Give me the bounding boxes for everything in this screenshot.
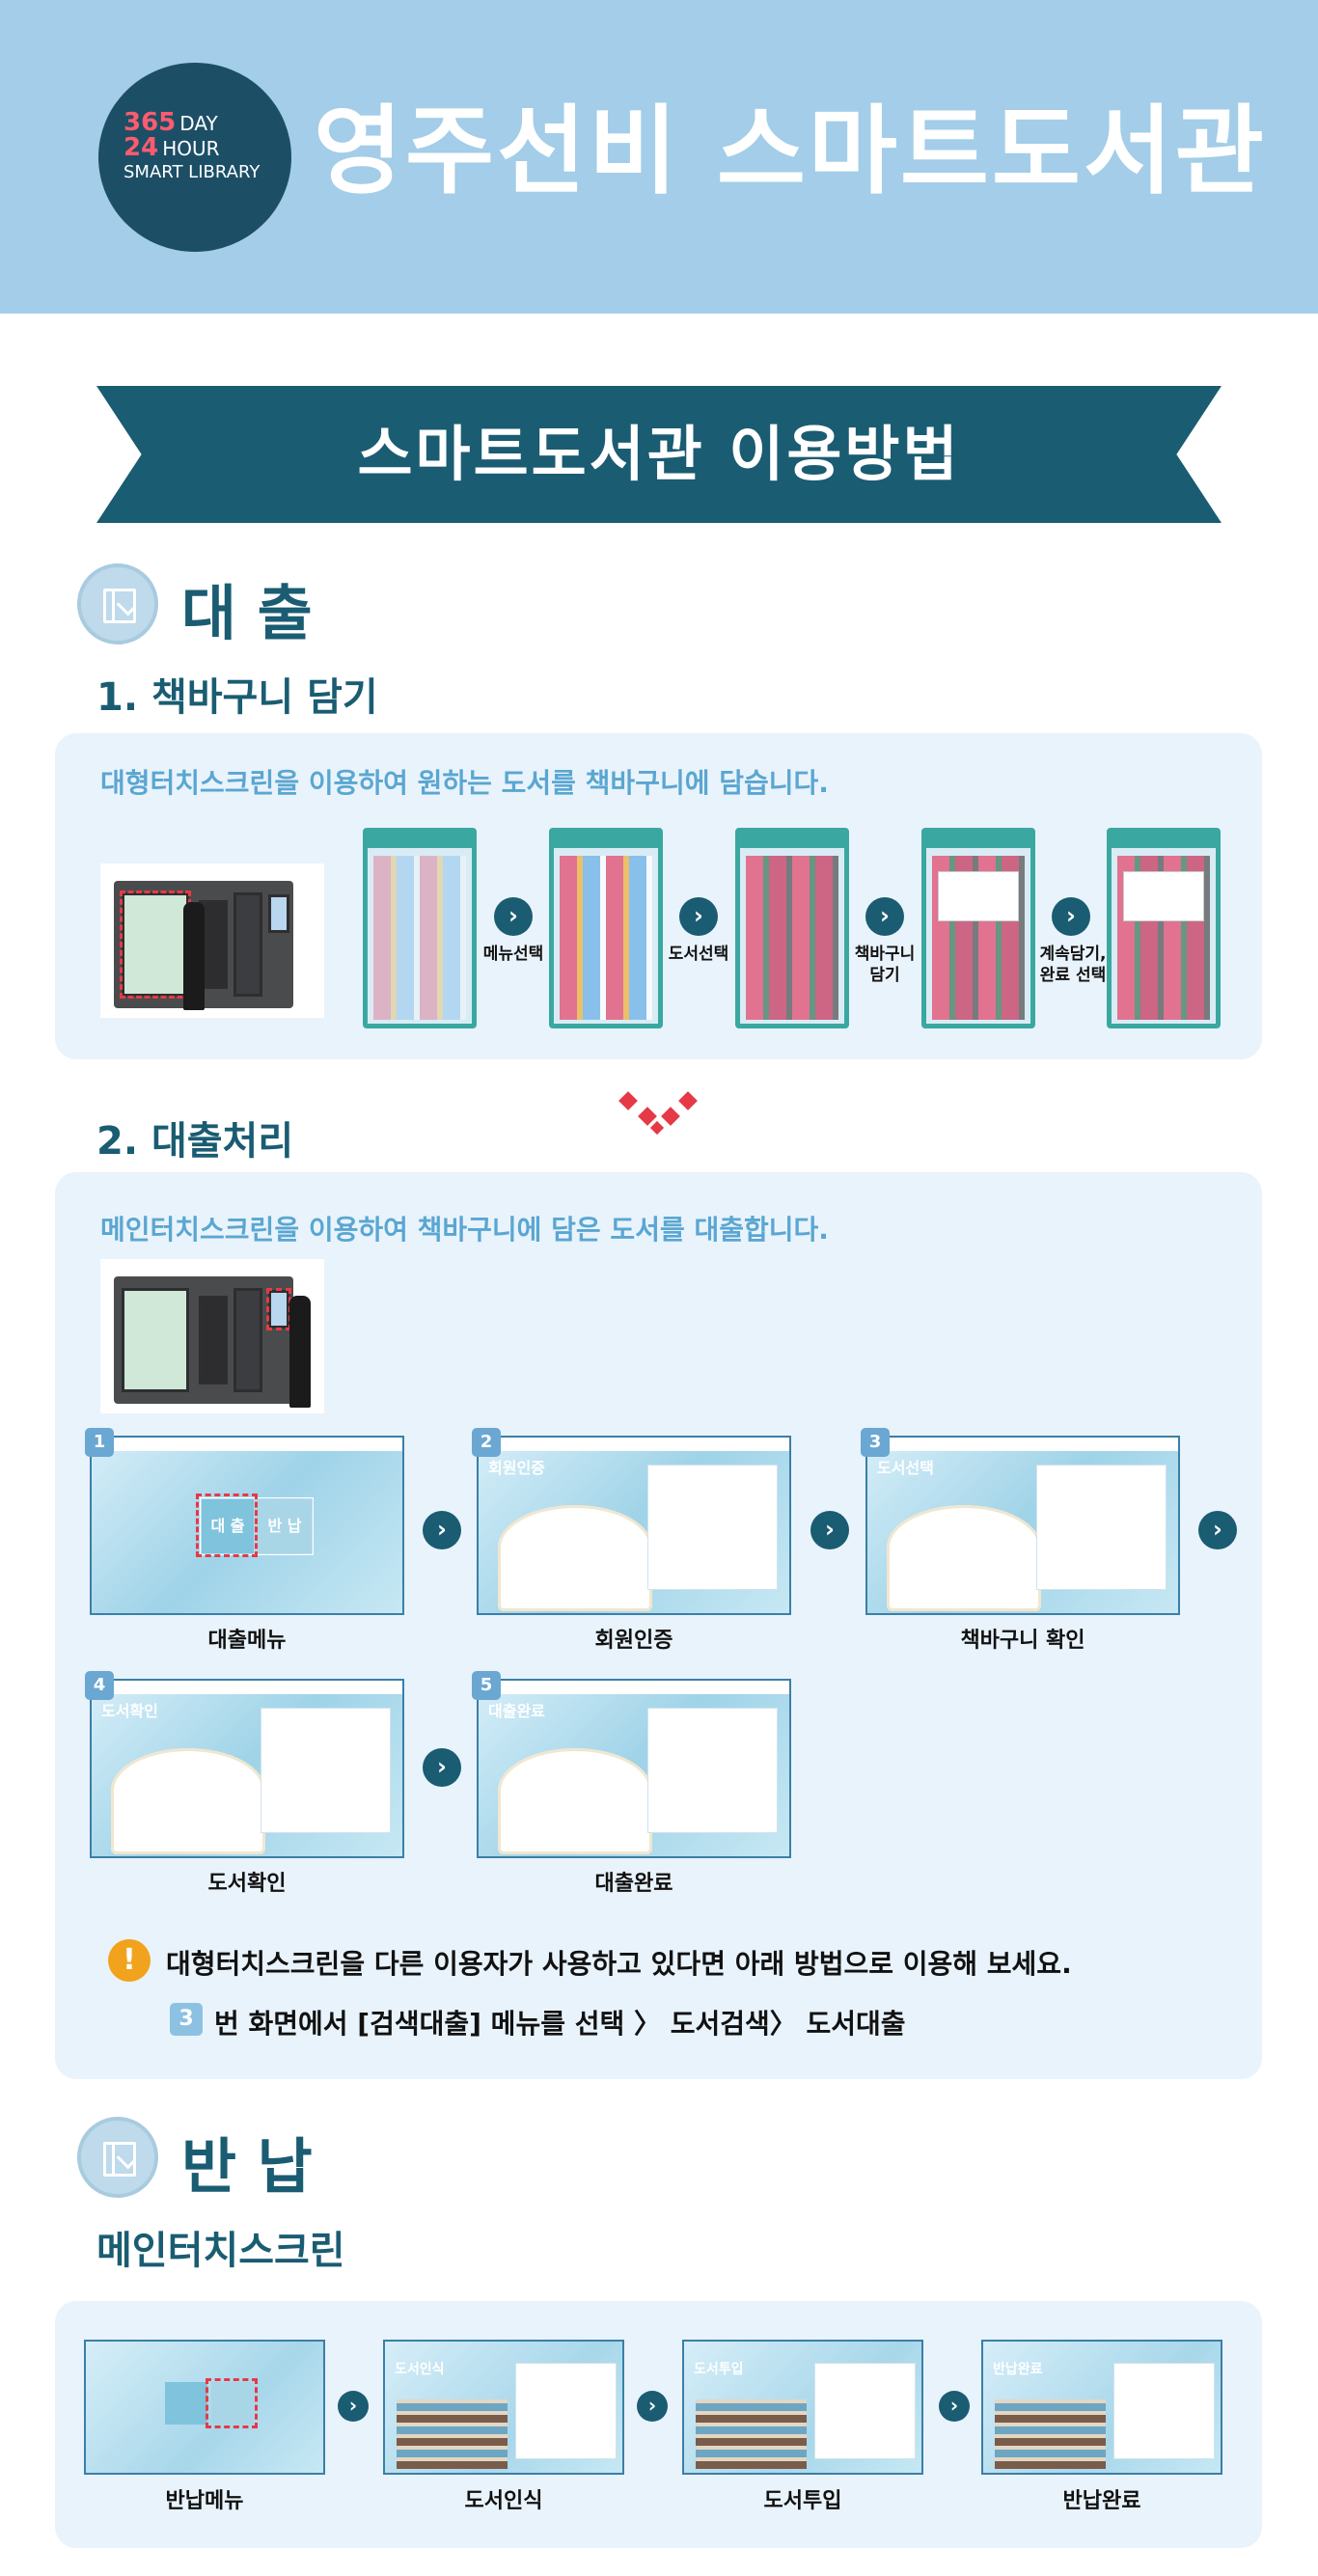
notice-text: 대형터치스크린을 다른 이용자가 사용하고 있다면 아래 방법으로 이용해 보세… <box>166 1948 1072 1980</box>
step-number-badge: 2 <box>472 1428 501 1457</box>
logo-hours: 24 <box>124 133 159 162</box>
label-book-recognition: 도서인식 <box>464 2489 543 2513</box>
label-book-select: 도서선택 <box>668 945 729 964</box>
phone-screen-2 <box>549 828 663 1028</box>
return-section-title: 반 납 <box>181 2131 313 2202</box>
screen-basket-check: 도서선택 <box>865 1436 1180 1615</box>
step2-description: 메인터치스크린을 이용하여 책바구니에 담은 도서를 대출합니다. <box>100 1214 829 1246</box>
screen-title: 도서선택 <box>877 1459 934 1477</box>
warning-icon: ! <box>108 1939 151 1982</box>
return-book-icon <box>77 2117 158 2198</box>
arrow-right-icon: › <box>338 2391 369 2422</box>
step1-title: 1. 책바구니 담기 <box>96 675 378 720</box>
label-return-complete: 반납완료 <box>1062 2489 1141 2513</box>
person-figure <box>183 902 205 1010</box>
label-loan-menu: 대출메뉴 <box>207 1629 287 1653</box>
step-number-badge: 3 <box>861 1428 890 1457</box>
loan-section-title: 대 출 <box>181 578 313 648</box>
step-number-badge: 5 <box>472 1671 501 1700</box>
highlight-frame <box>196 1494 258 1557</box>
arrow-right-icon: › <box>679 897 718 936</box>
label-continue: 계속담기, <box>1039 945 1107 964</box>
screen-return-menu <box>84 2340 325 2475</box>
label-basket-check: 책바구니 확인 <box>960 1629 1085 1653</box>
phone-screen-4 <box>921 828 1035 1028</box>
highlight-frame <box>266 1288 291 1330</box>
screen-title: 반납완료 <box>993 2362 1043 2377</box>
arrow-right-icon: › <box>637 2391 668 2422</box>
screen-title: 도서인식 <box>395 2362 445 2377</box>
screen-return-complete: 반납완료 <box>981 2340 1222 2475</box>
label-return-menu: 반납메뉴 <box>165 2489 244 2513</box>
label-member-auth: 회원인증 <box>594 1629 673 1653</box>
arrow-right-icon: › <box>1198 1511 1237 1549</box>
phone-screen-5 <box>1107 828 1221 1028</box>
logo-days: 365 <box>124 108 177 137</box>
arrow-right-icon: › <box>423 1511 461 1549</box>
loan-book-icon <box>77 563 158 644</box>
screen-title: 도서투입 <box>694 2362 744 2377</box>
arrow-right-icon: › <box>1052 897 1090 936</box>
step-number-badge: 3 <box>170 2003 203 2036</box>
banner-ribbon <box>96 386 1222 523</box>
label-basket: 책바구니 <box>854 945 916 964</box>
loan-menu-button: 대 출 <box>202 1499 254 1553</box>
return-subtitle: 메인터치스크린 <box>96 2229 345 2273</box>
screen-book-insert: 도서투입 <box>682 2340 923 2475</box>
screen-title: 도서확인 <box>101 1702 158 1720</box>
screen-title: 대출완료 <box>488 1702 545 1720</box>
page-title: 영주선비 스마트도서관 <box>314 95 1267 207</box>
person-figure <box>289 1296 311 1408</box>
step-number-badge: 1 <box>85 1428 114 1457</box>
label-put: 담기 <box>869 966 900 985</box>
label-book-insert: 도서투입 <box>763 2489 842 2513</box>
step2-title: 2. 대출처리 <box>96 1119 294 1164</box>
arrow-right-icon: › <box>810 1511 849 1549</box>
kiosk-machine <box>114 1276 293 1404</box>
logo-hours-unit: HOUR <box>162 137 220 160</box>
notice-step-text: 번 화면에서 [검색대출] 메뉴를 선택 〉 도서검색〉 도서대출 <box>214 2008 906 2040</box>
banner-title: 스마트도서관 이용방법 <box>357 419 961 489</box>
arrow-right-icon: › <box>423 1748 461 1787</box>
screen-book-recognition: 도서인식 <box>383 2340 624 2475</box>
highlight-frame <box>120 891 191 999</box>
kiosk-image-large-screen <box>100 863 324 1018</box>
label-loan-complete: 대출완료 <box>594 1872 673 1896</box>
screen-loan-menu: 대 출 반 납 <box>90 1436 404 1615</box>
step1-description: 대형터치스크린을 이용하여 원하는 도서를 책바구니에 담습니다. <box>100 767 829 799</box>
arrow-right-icon: › <box>865 897 904 936</box>
phone-screen-3 <box>735 828 849 1028</box>
arrow-right-icon: › <box>494 897 533 936</box>
chevron-down-icon <box>618 1088 704 1137</box>
label-complete: 완료 선택 <box>1039 966 1107 985</box>
screen-loan-complete: 대출완료 <box>477 1679 791 1858</box>
logo-days-unit: DAY <box>179 112 218 135</box>
highlight-frame <box>206 2378 258 2428</box>
screen-member-auth: 회원인증 <box>477 1436 791 1615</box>
step-number-badge: 4 <box>85 1671 114 1700</box>
screen-book-check: 도서확인 <box>90 1679 404 1858</box>
arrow-right-icon: › <box>939 2391 970 2422</box>
label-book-check: 도서확인 <box>207 1872 287 1896</box>
kiosk-image-main-screen <box>100 1259 324 1413</box>
phone-screen-1 <box>363 828 477 1028</box>
logo-text: SMART LIBRARY <box>124 162 261 182</box>
return-menu-button: 반 납 <box>258 1499 312 1553</box>
label-menu-select: 메뉴선택 <box>482 945 544 964</box>
screen-title: 회원인증 <box>488 1459 545 1477</box>
